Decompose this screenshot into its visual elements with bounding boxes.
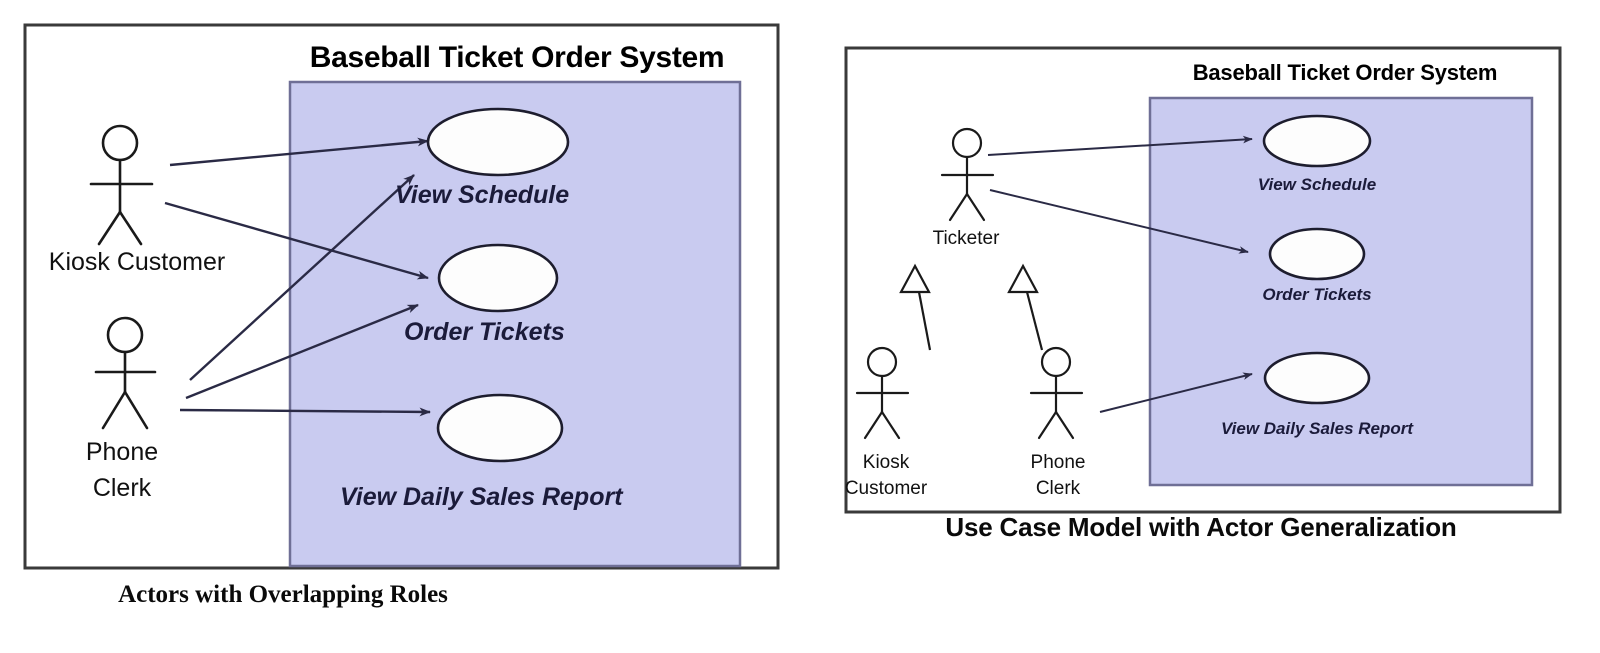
- usecase-ellipse: [1263, 351, 1371, 405]
- right-associations: [987, 135, 1253, 413]
- usecase-label-order-tickets: Order Tickets: [1262, 285, 1371, 304]
- assoc-ticketer-order-tickets: [989, 189, 1249, 254]
- gen-triangle-kiosk-customer: [899, 263, 931, 294]
- usecase-ellipse: [436, 393, 564, 463]
- right-generalizations: [899, 263, 1044, 351]
- actor-kiosk-customer-right[interactable]: Kiosk Customer: [845, 346, 928, 499]
- actor-leg-right-line: [965, 192, 986, 222]
- usecase-ellipse: [426, 107, 570, 177]
- usecase-label-view-schedule: View Schedule: [395, 181, 569, 209]
- assoc-phone-clerk-view-daily-sales-report: [1099, 372, 1253, 413]
- actor-label-kiosk-customer: Kiosk Customer: [49, 248, 225, 276]
- actor-ticketer-right[interactable]: Ticketer: [933, 127, 1001, 249]
- usecase-label-view-daily-sales-report: View Daily Sales Report: [340, 483, 624, 511]
- actor-label-ticketer: Ticketer: [933, 228, 1001, 249]
- usecase-order-tickets-left[interactable]: Order Tickets: [404, 243, 565, 346]
- left-associations: [164, 137, 431, 417]
- actor-phone-clerk-right[interactable]: Phone Clerk: [1029, 346, 1086, 499]
- actor-label-kiosk-customer-line1: Kiosk: [863, 452, 910, 473]
- usecase-view-daily-sales-report-right[interactable]: View Daily Sales Report: [1221, 351, 1414, 438]
- usecase-view-daily-sales-report-left[interactable]: View Daily Sales Report: [340, 393, 624, 511]
- assoc-phone-clerk-view-schedule: [189, 174, 415, 381]
- assoc-kiosk-customer-view-schedule: [169, 137, 429, 167]
- actor-label-kiosk-customer-line2: Customer: [845, 478, 928, 499]
- actor-leg-left-line: [101, 390, 127, 430]
- usecase-label-view-daily-sales-report: View Daily Sales Report: [1221, 419, 1414, 438]
- assoc-phone-clerk-view-daily-sales-report: [179, 407, 431, 417]
- actor-label-phone-clerk-line1: Phone: [86, 438, 158, 466]
- actor-leg-left-line: [97, 210, 122, 246]
- actor-leg-right-line: [118, 210, 143, 246]
- usecase-ellipse: [437, 243, 559, 313]
- actor-label-phone-clerk-line1: Phone: [1031, 452, 1086, 473]
- diagram-right: Baseball Ticket Order System: [844, 46, 1562, 542]
- assoc-ticketer-view-schedule: [987, 135, 1253, 156]
- usecase-view-schedule-left[interactable]: View Schedule: [395, 107, 570, 209]
- actor-phone-clerk-left[interactable]: Phone Clerk: [86, 316, 158, 502]
- usecase-view-schedule-right[interactable]: View Schedule: [1258, 114, 1376, 194]
- actor-leg-left-line: [863, 410, 884, 440]
- usecase-label-view-schedule: View Schedule: [1258, 175, 1376, 194]
- actor-kiosk-customer-left[interactable]: Kiosk Customer: [49, 124, 225, 276]
- actor-leg-left-line: [1037, 410, 1058, 440]
- actor-label-phone-clerk-line2: Clerk: [1036, 478, 1081, 499]
- right-system-title: Baseball Ticket Order System: [1193, 60, 1498, 85]
- gen-line-phone-clerk-ticketer: [1025, 291, 1044, 351]
- actor-leg-right-line: [1054, 410, 1075, 440]
- usecase-order-tickets-right[interactable]: Order Tickets: [1262, 227, 1372, 304]
- left-figure-caption: Actors with Overlapping Roles: [118, 581, 448, 608]
- actor-label-phone-clerk-line2: Clerk: [93, 474, 152, 502]
- right-figure-caption: Use Case Model with Actor Generalization: [945, 512, 1456, 542]
- usecase-ellipse: [1268, 227, 1366, 281]
- actor-leg-left-line: [948, 192, 969, 222]
- usecase-ellipse: [1262, 114, 1372, 168]
- diagram-left: Baseball Ticket Order System: [23, 23, 780, 608]
- gen-triangle-phone-clerk: [1007, 263, 1039, 294]
- actor-leg-right-line: [880, 410, 901, 440]
- assoc-kiosk-customer-order-tickets: [164, 201, 429, 280]
- left-system-title: Baseball Ticket Order System: [310, 41, 725, 74]
- gen-line-kiosk-customer-ticketer: [917, 291, 932, 351]
- assoc-phone-clerk-order-tickets: [185, 303, 419, 400]
- actor-leg-right-line: [123, 390, 149, 430]
- usecase-label-order-tickets: Order Tickets: [404, 318, 565, 346]
